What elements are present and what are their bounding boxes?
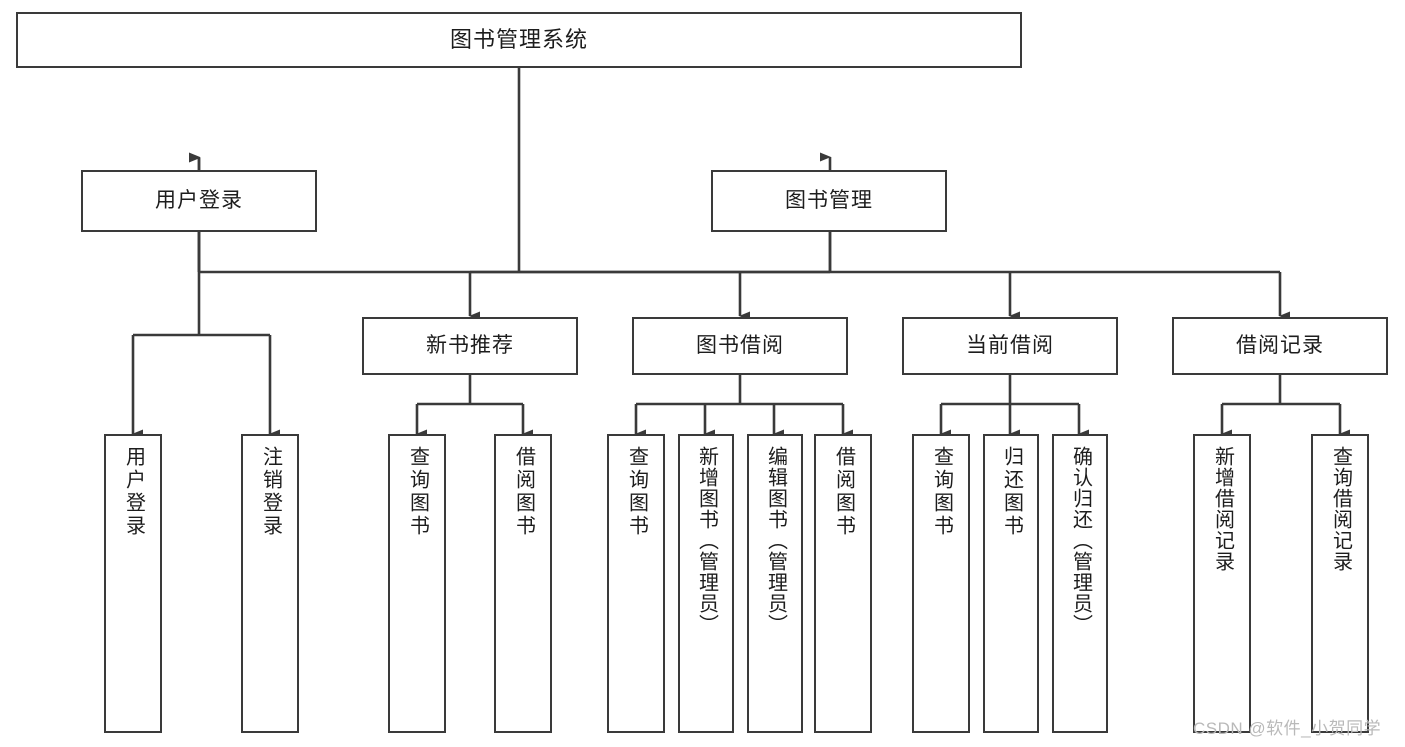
node-leaf-user-login-label: 用户登录 (122, 446, 145, 538)
node-leaf-add-book[interactable]: 新增图书（管理员） (678, 434, 734, 733)
node-leaf-return-book-label: 归还图书 (1000, 446, 1023, 538)
node-leaf-confirm-return-label: 确认归还（管理员） (1069, 446, 1092, 635)
node-new-book-recommend[interactable]: 新书推荐 (362, 317, 578, 375)
node-leaf-query-book-2-label: 查询图书 (625, 446, 648, 538)
node-root-label: 图书管理系统 (449, 27, 588, 53)
node-new-book-recommend-label: 新书推荐 (426, 333, 514, 357)
node-leaf-query-book-1-label: 查询图书 (406, 446, 429, 538)
watermark-text: CSDN @软件_小贺同学 (1193, 719, 1382, 738)
node-book-manage[interactable]: 图书管理 (711, 170, 947, 232)
node-book-manage-label: 图书管理 (785, 188, 873, 212)
node-borrow-record[interactable]: 借阅记录 (1172, 317, 1388, 375)
node-leaf-query-book-3-label: 查询图书 (930, 446, 953, 538)
node-user-login-label: 用户登录 (155, 188, 243, 212)
node-root[interactable]: 图书管理系统 (16, 12, 1022, 68)
node-leaf-logout-login-label: 注销登录 (259, 446, 282, 538)
node-leaf-query-record-label: 查询借阅记录 (1329, 446, 1352, 572)
node-user-login[interactable]: 用户登录 (81, 170, 317, 232)
node-leaf-borrow-book-2[interactable]: 借阅图书 (814, 434, 872, 733)
node-leaf-borrow-book-1-label: 借阅图书 (512, 446, 535, 538)
node-leaf-query-book-3[interactable]: 查询图书 (912, 434, 970, 733)
node-leaf-user-login[interactable]: 用户登录 (104, 434, 162, 733)
node-leaf-add-book-label: 新增图书（管理员） (695, 446, 718, 635)
node-leaf-borrow-book-2-label: 借阅图书 (832, 446, 855, 538)
node-current-borrow-label: 当前借阅 (966, 333, 1054, 357)
node-leaf-query-record[interactable]: 查询借阅记录 (1311, 434, 1369, 733)
node-leaf-add-record[interactable]: 新增借阅记录 (1193, 434, 1251, 733)
node-leaf-borrow-book-1[interactable]: 借阅图书 (494, 434, 552, 733)
node-book-borrow[interactable]: 图书借阅 (632, 317, 848, 375)
node-leaf-logout-login[interactable]: 注销登录 (241, 434, 299, 733)
node-leaf-edit-book-label: 编辑图书（管理员） (764, 446, 787, 635)
node-borrow-record-label: 借阅记录 (1236, 333, 1324, 357)
node-leaf-confirm-return[interactable]: 确认归还（管理员） (1052, 434, 1108, 733)
node-leaf-query-book-1[interactable]: 查询图书 (388, 434, 446, 733)
node-leaf-edit-book[interactable]: 编辑图书（管理员） (747, 434, 803, 733)
node-leaf-query-book-2[interactable]: 查询图书 (607, 434, 665, 733)
node-book-borrow-label: 图书借阅 (696, 333, 784, 357)
node-leaf-add-record-label: 新增借阅记录 (1211, 446, 1234, 572)
node-current-borrow[interactable]: 当前借阅 (902, 317, 1118, 375)
node-leaf-return-book[interactable]: 归还图书 (983, 434, 1039, 733)
